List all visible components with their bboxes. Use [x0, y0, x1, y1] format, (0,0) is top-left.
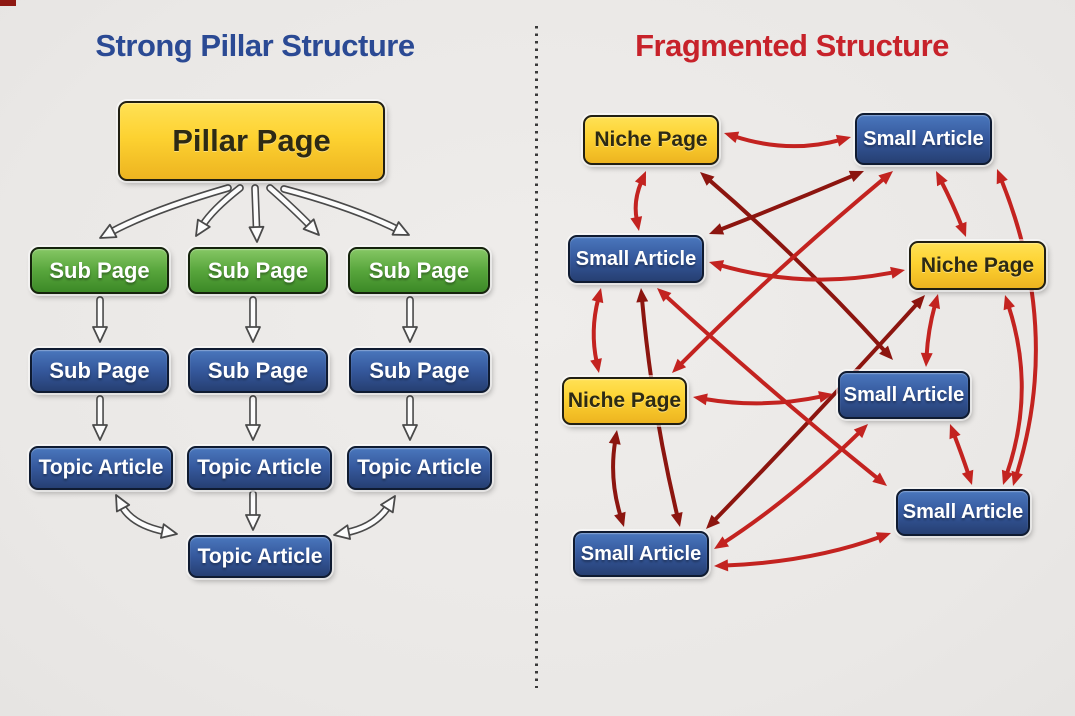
red-arrow: [920, 294, 940, 367]
red-arrow: [714, 424, 868, 549]
sub-page-box: Sub Page: [348, 247, 490, 294]
small-article-box: Small Article: [838, 371, 970, 419]
white-arrow: [245, 296, 261, 343]
white-arrow: [245, 395, 261, 441]
panel-divider-dotted-line: [535, 26, 538, 688]
red-arrow: [700, 172, 893, 360]
red-arrow: [996, 169, 1038, 486]
small-article-box: Small Article: [568, 235, 704, 283]
sub-page-box: Sub Page: [188, 247, 328, 294]
white-arrow: [402, 296, 418, 343]
white-arrow: [92, 395, 108, 441]
red-arrow: [590, 288, 604, 373]
red-arrow: [714, 532, 891, 572]
red-arrow: [608, 430, 626, 527]
niche-page-box: Niche Page: [909, 241, 1046, 290]
left-panel-title: Strong Pillar Structure: [95, 28, 415, 63]
white-arrow: [248, 184, 265, 243]
right-panel-title: Fragmented Structure: [635, 28, 949, 63]
small-article-box: Small Article: [855, 113, 992, 165]
red-arrow: [693, 391, 833, 406]
red-arrow: [724, 131, 851, 149]
white-arrow: [266, 184, 320, 236]
white-arrow: [115, 494, 178, 539]
red-arrow: [709, 170, 864, 235]
topic-article-box: Topic Article: [347, 446, 492, 490]
red-arrow: [949, 424, 974, 485]
white-arrow: [245, 490, 261, 531]
topic-article-box: Topic Article: [29, 446, 173, 490]
white-arrow: [195, 184, 244, 237]
topic-article-box: Topic Article: [187, 446, 332, 490]
sub-page-box: Sub Page: [30, 348, 169, 393]
sub-page-box: Sub Page: [188, 348, 328, 393]
white-arrow: [402, 395, 418, 441]
white-arrow: [333, 495, 396, 540]
white-arrow: [92, 296, 108, 343]
red-arrow: [709, 260, 905, 282]
small-article-box: Small Article: [573, 531, 709, 577]
red-arrow: [657, 288, 887, 486]
corner-mark: [0, 0, 16, 6]
topic-article-box: Topic Article: [188, 535, 332, 578]
white-arrow: [280, 185, 410, 236]
small-article-box: Small Article: [896, 489, 1030, 536]
sub-page-box: Sub Page: [30, 247, 169, 294]
niche-page-box: Niche Page: [562, 377, 687, 425]
white-arrow: [99, 184, 232, 239]
red-arrow: [1001, 295, 1024, 485]
pillar-page-box: Pillar Page: [118, 101, 385, 181]
niche-page-box: Niche Page: [583, 115, 719, 165]
red-arrow: [706, 295, 925, 529]
red-arrow: [936, 171, 967, 237]
red-arrow: [630, 171, 646, 231]
sub-page-box: Sub Page: [349, 348, 490, 393]
red-arrow: [672, 171, 893, 373]
